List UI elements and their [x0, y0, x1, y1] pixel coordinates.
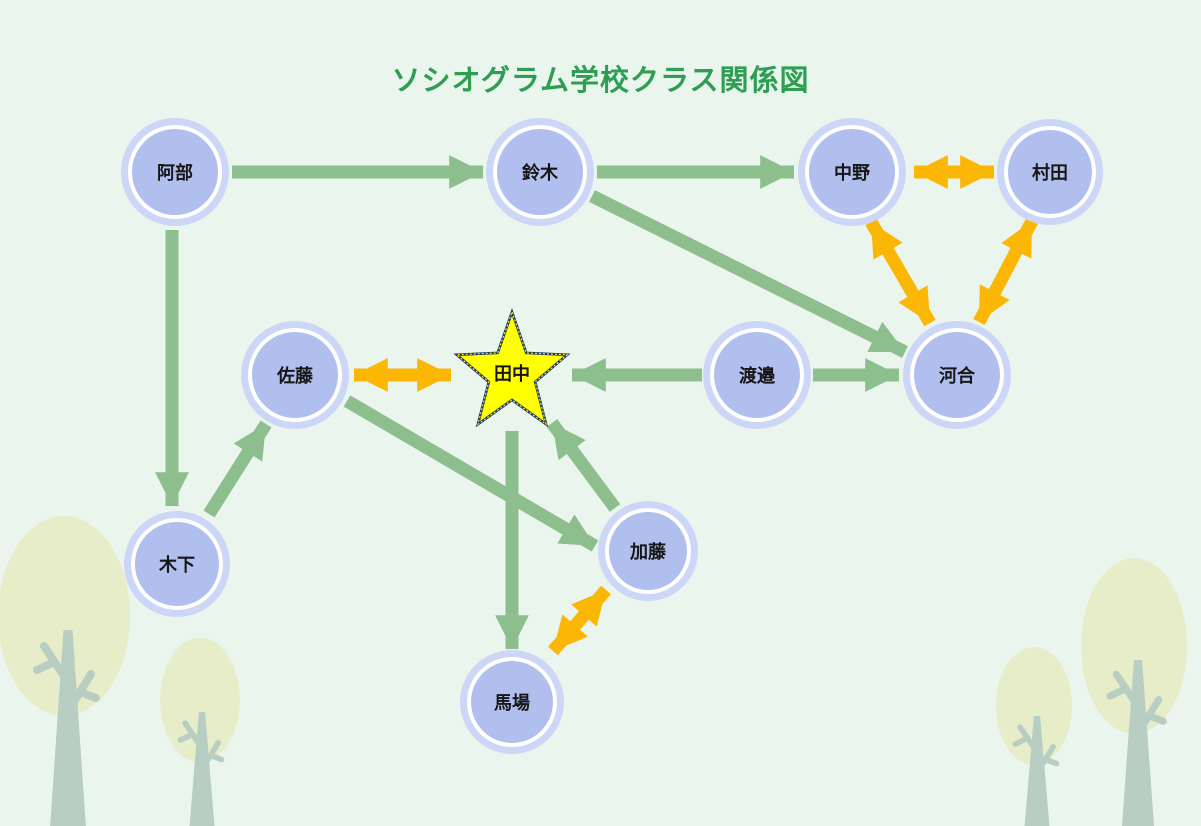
tree-branches [1106, 670, 1167, 736]
edge-nakano-kawai[interactable] [865, 218, 936, 327]
node-circle [805, 125, 899, 219]
node-label: 河合 [939, 366, 975, 387]
relationship-arrows [155, 155, 1038, 656]
tree-foliage [0, 516, 130, 716]
edge-murata-kawai[interactable] [973, 217, 1038, 326]
tree-branches [177, 720, 225, 771]
node-nakano[interactable]: 中野 [798, 118, 906, 226]
page-title: ソシオグラム学校クラス関係図 [391, 63, 810, 98]
node-circle [467, 657, 557, 747]
node-tanaka-star[interactable]: 田中 [450, 308, 574, 438]
tree-4 [1081, 558, 1187, 826]
tree-foliage [1081, 558, 1187, 734]
decorative-trees [0, 516, 1187, 826]
node-label: 加藤 [630, 542, 666, 563]
edge-suzuki-kawai[interactable] [589, 190, 908, 358]
tree-branches [1012, 724, 1060, 775]
node-circle [248, 328, 342, 422]
edge-sato-kato[interactable] [343, 395, 599, 552]
tree-3 [996, 647, 1072, 826]
node-label: 村田 [1032, 163, 1068, 184]
node-label: 鈴木 [522, 163, 558, 184]
node-kawai[interactable]: 河合 [903, 321, 1011, 429]
node-baba[interactable]: 馬場 [460, 650, 564, 754]
node-sato[interactable]: 佐藤 [241, 321, 349, 429]
node-label: 田中 [494, 364, 530, 385]
node-circle [910, 328, 1004, 422]
edge-kato-baba[interactable] [548, 585, 611, 656]
tree-branches [33, 642, 100, 714]
tree-foliage [160, 638, 240, 762]
tree-trunk [1121, 660, 1155, 826]
node-label: 渡邉 [739, 366, 775, 387]
tree-2 [160, 638, 240, 826]
node-circle [710, 328, 804, 422]
tree-trunk [50, 630, 86, 826]
node-label: 佐藤 [277, 366, 313, 387]
node-kato[interactable]: 加藤 [598, 501, 698, 601]
node-suzuki[interactable]: 鈴木 [486, 118, 594, 226]
node-kinoshita[interactable]: 木下 [124, 511, 230, 617]
node-label: 阿部 [157, 163, 193, 184]
tree-foliage [996, 647, 1072, 765]
node-circle [493, 125, 587, 219]
edge-kato-tanaka[interactable] [546, 419, 621, 512]
edge-kinoshita-sato[interactable] [203, 420, 272, 518]
node-circle [1004, 126, 1096, 218]
node-circle [131, 518, 223, 610]
node-watanabe[interactable]: 渡邉 [703, 321, 811, 429]
tree-1 [0, 516, 130, 826]
node-abe[interactable]: 阿部 [121, 118, 229, 226]
node-label: 木下 [159, 555, 195, 576]
node-murata[interactable]: 村田 [997, 119, 1103, 225]
node-circle [605, 508, 691, 594]
star-shape-icon [453, 308, 571, 428]
node-label: 中野 [834, 163, 870, 184]
node-label: 馬場 [494, 693, 530, 714]
node-circle [128, 125, 222, 219]
